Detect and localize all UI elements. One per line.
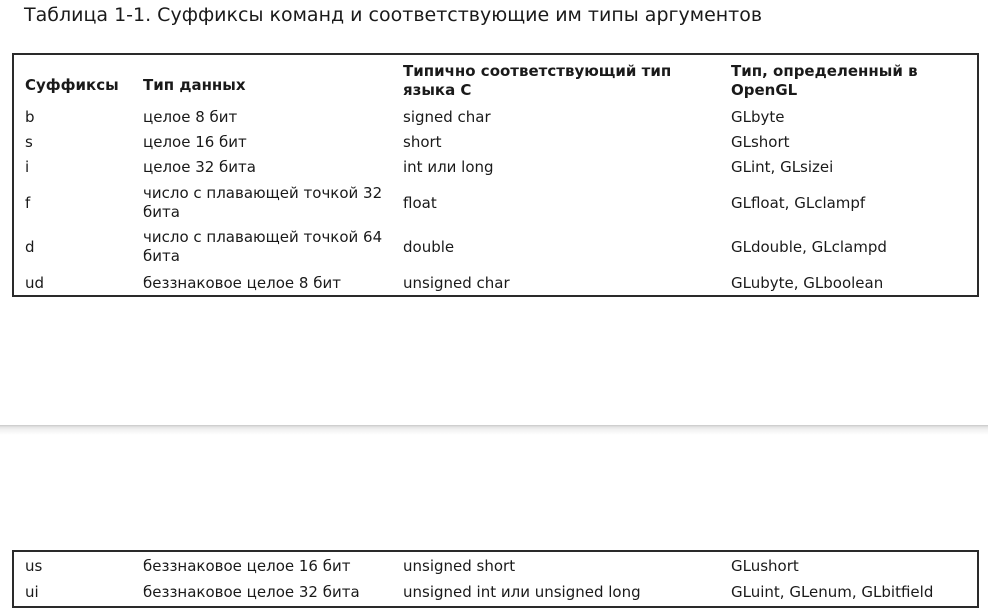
header-suffixes: Суффиксы [25,76,119,94]
c-type-cell: int или long [403,158,494,176]
data-type-cell: целое 16 бит [143,133,247,151]
data-type-cell: беззнаковое целое 8 бит [143,273,341,292]
table-row: i целое 32 бита int или long GLint, GLsi… [14,155,977,180]
opengl-type-cell: GLushort [731,557,799,575]
opengl-type-cell: GLbyte [731,108,785,126]
data-type-cell: целое 8 бит [143,108,238,126]
suffix-cell: ud [25,273,45,292]
data-type-cell: беззнаковое целое 32 бита [143,583,360,601]
c-type-cell: double [403,237,455,256]
opengl-type-cell: GLubyte, GLboolean [731,273,884,292]
table-header-row: Суффиксы Тип данных Типично соответствую… [14,61,977,101]
header-c-type: Типично соответствующий тип языка С [403,62,672,99]
c-type-cell: float [403,193,437,212]
suffix-cell: b [25,108,35,126]
data-type-cell: число с плавающей точкой 64 бита [143,228,383,265]
opengl-type-cell: GLshort [731,133,790,151]
data-type-cell: беззнаковое целое 16 бит [143,557,351,575]
c-type-cell: short [403,133,442,151]
suffix-cell: f [25,193,31,212]
opengl-type-cell: GLfloat, GLclampf [731,193,866,212]
c-type-cell: signed char [403,108,491,126]
table-row: f число с плавающей точкой 32 бита float… [14,181,977,225]
header-data-type: Тип данных [143,76,246,94]
opengl-type-cell: GLint, GLsizei [731,158,834,176]
c-type-cell: unsigned short [403,557,516,575]
data-type-cell: целое 32 бита [143,158,256,176]
suffix-cell: ui [25,583,39,601]
table-row: d число с плавающей точкой 64 бита doubl… [14,225,977,269]
suffix-cell: us [25,557,43,575]
table-row: us беззнаковое целое 16 бит unsigned sho… [14,554,977,579]
table-caption: Таблица 1-1. Суффиксы команд и соответст… [24,4,763,26]
table-row: s целое 16 бит short GLshort [14,130,977,155]
table-row: ud беззнаковое целое 8 бит unsigned char… [14,271,977,295]
table-row: ui беззнаковое целое 32 бита unsigned in… [14,580,977,605]
suffix-table-continued: us беззнаковое целое 16 бит unsigned sho… [12,550,979,608]
header-opengl-type: Тип, определенный в OpenGL [731,62,918,99]
page-break-divider [0,425,988,435]
c-type-cell: unsigned char [403,273,510,292]
opengl-type-cell: GLdouble, GLclampd [731,237,887,256]
suffix-table: Суффиксы Тип данных Типично соответствую… [12,53,979,297]
table-row: b целое 8 бит signed char GLbyte [14,105,977,130]
suffix-cell: d [25,237,35,256]
suffix-cell: i [25,158,30,176]
c-type-cell: unsigned int или unsigned long [403,583,641,601]
data-type-cell: число с плавающей точкой 32 бита [143,184,383,221]
suffix-cell: s [25,133,33,151]
opengl-type-cell: GLuint, GLenum, GLbitfield [731,583,934,601]
